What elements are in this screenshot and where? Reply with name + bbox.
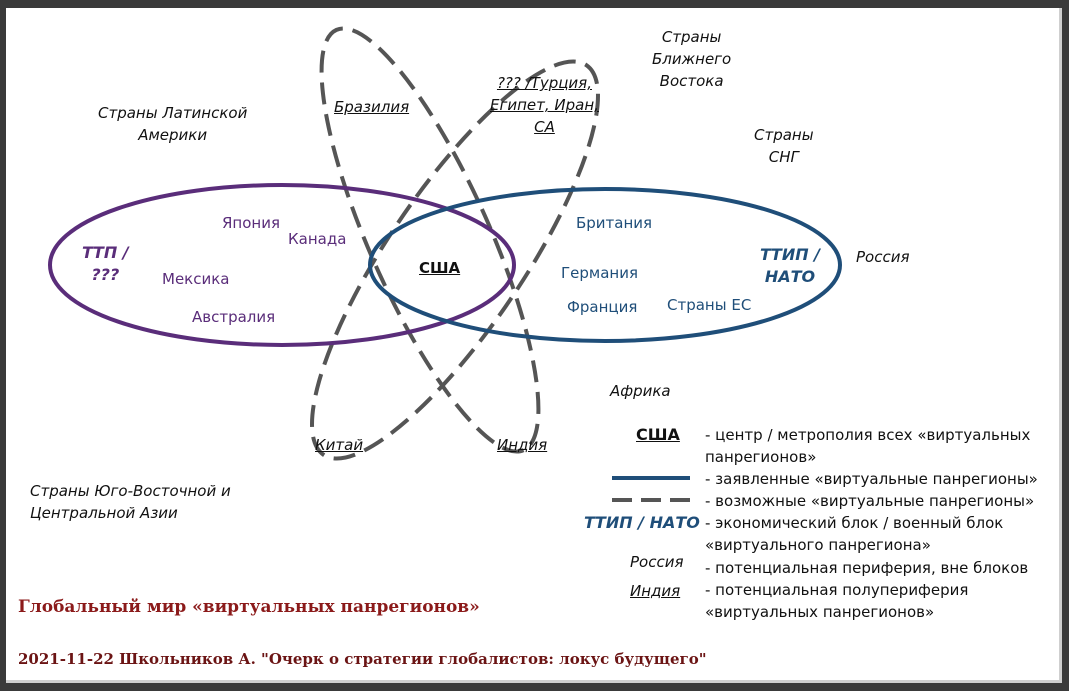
ttip-label: ТТИП / НАТО (760, 245, 821, 286)
legend-usa-desc: - центр / метрополия всех «виртуальных п… (705, 426, 1031, 466)
pacific-member: Австралия (192, 308, 276, 326)
pacific-member: Канада (288, 230, 347, 248)
cis-label: Страны СНГ (754, 126, 814, 166)
pacific-ellipse (48, 183, 516, 347)
legend-russia-desc: - потенциальная периферия, вне блоков (705, 559, 1029, 577)
diagram-frame (6, 8, 1062, 683)
legend-dashed-desc: - возможные «виртуальные панрегионы» (705, 492, 1035, 510)
atlantic-member: Британия (576, 214, 653, 232)
legend-ttip-desc: - экономический блок / военный блок «вир… (705, 514, 1004, 554)
sea-central-asia-label: Страны Юго-Восточной и Центральной Азии (30, 482, 231, 522)
pacific-member: Япония (222, 214, 280, 232)
legend-ttip-key: ТТИП / НАТО (584, 513, 700, 532)
china-label: Китай (315, 436, 364, 454)
dashed-ellipse-turkey-china (310, 59, 600, 461)
legend-usa-key: США (636, 425, 680, 444)
india-label: Индия (497, 436, 548, 454)
diagram-title: Глобальный мир «виртуальных панрегионов» (18, 597, 480, 617)
russia-label: Россия (856, 248, 910, 266)
legend-russia-key: Россия (630, 553, 684, 571)
brazil-label: Бразилия (334, 98, 410, 116)
legend-solid-desc: - заявленные «виртуальные панрегионы» (705, 470, 1038, 488)
middle-east-label: Страны Ближнего Востока (652, 28, 732, 90)
latin-america-label: Страны Латинской Америки (98, 104, 248, 144)
pacific-member: Мексика (162, 270, 230, 288)
atlantic-member: Франция (567, 298, 638, 316)
legend-india-key: Индия (630, 582, 681, 600)
diagram-caption: 2021-11-22 Школьников А. "Очерк о страте… (18, 650, 707, 668)
center-label: США (419, 259, 461, 277)
ttp-label: ТТП / ??? (82, 243, 129, 284)
africa-label: Африка (610, 382, 671, 400)
legend-india-desc: - потенциальная полупериферия «виртуальн… (705, 581, 969, 621)
atlantic-member: Германия (561, 264, 638, 282)
atlantic-ellipse (368, 187, 842, 343)
turkey-label: ??? /Турция, Египет, Иран, СА (490, 74, 599, 136)
atlantic-member: Страны ЕС (667, 296, 752, 314)
